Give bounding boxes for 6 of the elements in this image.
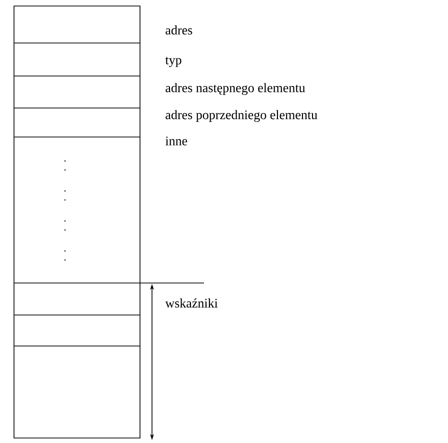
field-label: adres poprzedniego elementu (166, 110, 318, 122)
field-label: typ (165, 56, 182, 68)
field-label: adres (166, 25, 192, 35)
field-label: inne (165, 136, 188, 146)
field-label: wskaźniki (165, 298, 218, 308)
field-label: adres następnego elementu (166, 83, 306, 95)
